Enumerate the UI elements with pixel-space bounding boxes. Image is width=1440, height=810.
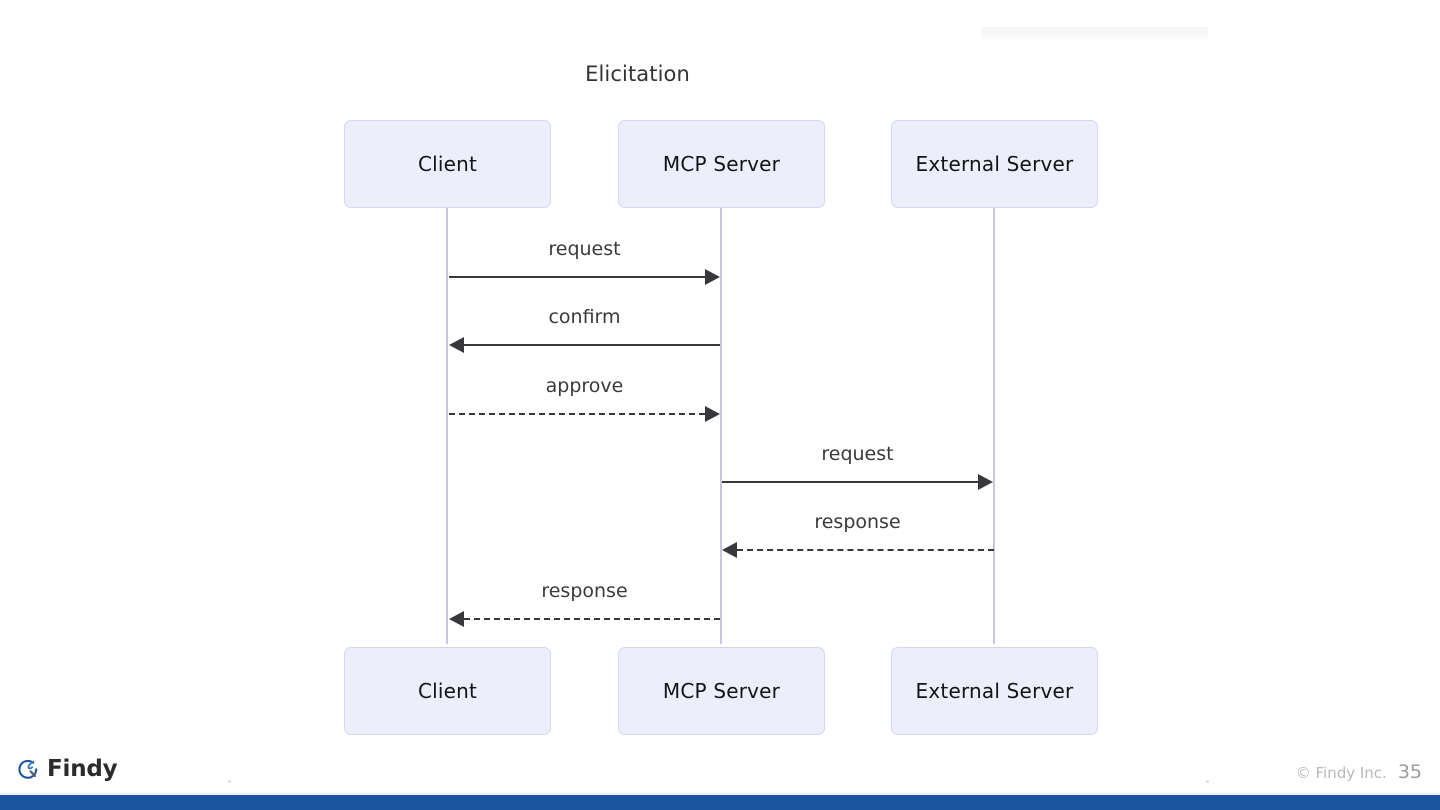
message-arrowhead-0 [705,269,720,285]
findy-swirl-icon [18,759,38,779]
actor-label-client-top: Client [417,152,478,176]
actor-label-mcp-top: MCP Server [662,152,781,176]
message-line-0 [449,276,705,278]
copyright-text: © Findy Inc. [1295,764,1387,782]
actor-box-mcp-bottom[interactable]: MCP Server [618,647,825,735]
footer-accent-bar [0,795,1440,810]
sequence-diagram: Elicitation Client MCP Server External S… [344,62,1098,735]
actor-label-client-bottom: Client [417,679,478,703]
page-number: 35 [1397,761,1422,783]
footer-meta: © Findy Inc. 35 [1296,761,1422,783]
message-line-2 [449,413,705,415]
message-label-0: request [548,238,621,260]
message-arrowhead-4 [722,542,737,558]
actor-box-mcp-top[interactable]: MCP Server [618,120,825,208]
actor-box-external-top[interactable]: External Server [891,120,1098,208]
dust-speck-left [228,780,231,783]
message-line-3 [722,481,978,483]
message-label-3: request [821,443,894,465]
findy-logo[interactable]: Findy [16,756,118,782]
message-line-4 [737,549,994,551]
message-arrowhead-1 [449,337,464,353]
findy-wordmark: Findy [47,756,118,782]
lifeline-external [993,208,995,644]
message-arrowhead-5 [449,611,464,627]
lifeline-mcp [720,208,722,644]
footer-rule [0,793,1440,795]
actor-box-external-bottom[interactable]: External Server [891,647,1098,735]
message-label-1: confirm [548,306,621,328]
lifeline-client [446,208,448,644]
message-line-1 [464,344,720,346]
message-line-5 [464,618,720,620]
message-arrowhead-2 [705,406,720,422]
message-label-2: approve [545,375,624,397]
message-arrowhead-3 [978,474,993,490]
actor-label-mcp-bottom: MCP Server [662,679,781,703]
actor-box-client-top[interactable]: Client [344,120,551,208]
top-gradient-artifact [982,27,1208,40]
message-label-5: response [541,580,628,602]
actor-box-client-bottom[interactable]: Client [344,647,551,735]
diagram-title: Elicitation [585,62,690,86]
message-label-4: response [814,511,901,533]
dust-speck-right [1206,780,1209,783]
actor-label-external-top: External Server [915,152,1074,176]
actor-label-external-bottom: External Server [915,679,1074,703]
